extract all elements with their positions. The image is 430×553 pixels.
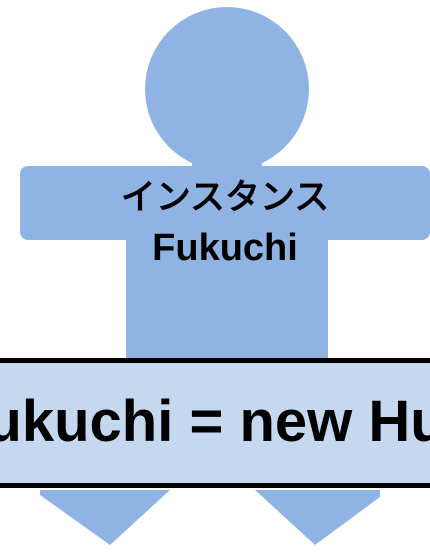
figure-torso [126, 175, 328, 375]
code-banner: Fukuchi = new Human [0, 358, 430, 488]
instance-name: Fukuchi [152, 227, 298, 269]
code-text: Fukuchi = new Human [0, 389, 430, 454]
left-leg [40, 490, 170, 545]
right-leg [255, 490, 380, 545]
figure-head [145, 7, 309, 171]
instance-title: インスタンス [120, 178, 330, 218]
